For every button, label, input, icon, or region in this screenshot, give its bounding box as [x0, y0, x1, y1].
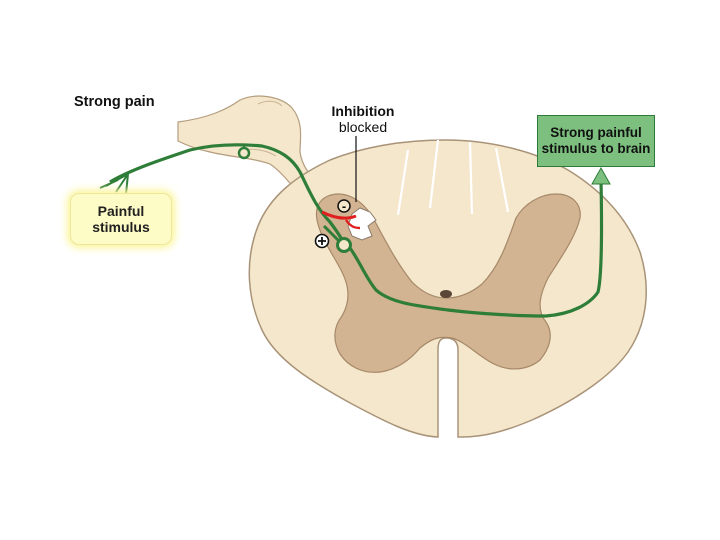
central-canal	[440, 290, 452, 298]
arrow-to-brain	[591, 166, 611, 185]
painful-stimulus-box: Painful stimulus	[70, 193, 172, 245]
spinal-cord-gray-matter	[315, 193, 581, 373]
spinal-cord-white-matter	[248, 139, 647, 438]
svg-text:-: -	[342, 199, 346, 214]
projection-neuron-cell-body	[336, 237, 352, 253]
inhibition-text: Inhibition	[331, 103, 395, 119]
ganglion-cell-body	[237, 146, 251, 160]
to-brain-line2: stimulus to brain	[541, 141, 651, 156]
painful-stimulus-line1: Painful	[97, 202, 145, 219]
inhibitory-fiber	[321, 210, 357, 220]
minus-sign	[337, 199, 351, 213]
painful-stimulus-line2: stimulus	[92, 219, 150, 235]
blocked-text: blocked	[338, 119, 388, 136]
nerve-endings	[99, 173, 129, 195]
to-brain-line1: Strong painful	[550, 124, 642, 140]
strong-pain-label: Strong pain	[74, 94, 155, 110]
ascending-fiber	[348, 179, 604, 318]
inhibition-blocked-label: Inhibition blocked	[328, 103, 398, 136]
stimulus-to-brain-box: Strong painful stimulus to brain	[537, 115, 655, 167]
sensory-neuron-fiber	[109, 143, 344, 241]
